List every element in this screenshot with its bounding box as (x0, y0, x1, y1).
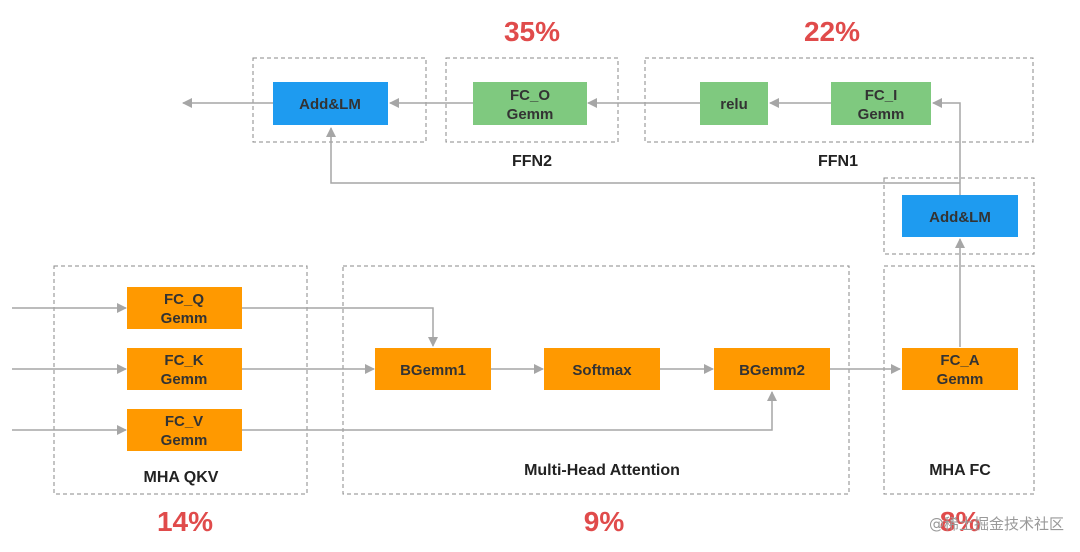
node-fc-q-box (127, 287, 242, 329)
node-fc-o-box (473, 82, 587, 125)
node-add-lm-top-box (273, 82, 388, 125)
node-fc-k: FC_K Gemm (127, 348, 242, 390)
node-fc-i-label: FC_I (865, 87, 898, 104)
arrow-residual-to-top-addlm (326, 127, 960, 184)
group-attention-label: Multi-Head Attention (524, 462, 680, 479)
group-attention-border (342, 265, 850, 495)
percent-attention: 9% (584, 506, 625, 537)
node-fc-o-label: FC_O (510, 87, 550, 104)
group-mha-qkv-label: MHA QKV (144, 469, 219, 486)
node-fc-q: FC_Q Gemm (127, 287, 242, 329)
node-fc-o-sublabel: Gemm (507, 106, 554, 123)
node-add-lm-top-label: Add&LM (299, 96, 361, 113)
node-fc-a: FC_A Gemm (902, 348, 1018, 390)
node-fc-k-label: FC_K (164, 352, 203, 369)
node-relu: relu (700, 82, 768, 125)
node-fc-v-label: FC_V (165, 413, 203, 430)
node-softmax: Softmax (544, 348, 660, 390)
node-add-lm-right-box (902, 195, 1018, 237)
group-addlm-top-border (252, 57, 427, 143)
arrow-right-addlm-to-fci (932, 98, 961, 195)
node-fc-v-sublabel: Gemm (161, 432, 208, 449)
node-add-lm-right: Add&LM (902, 195, 1018, 237)
node-bgemm2-label: BGemm2 (739, 362, 805, 379)
node-add-lm-top: Add&LM (273, 82, 388, 125)
node-fc-i: FC_I Gemm (831, 82, 931, 125)
node-add-lm-right-label: Add&LM (929, 209, 991, 226)
node-bgemm1-label: BGemm1 (400, 362, 466, 379)
node-fc-v-box (127, 409, 242, 451)
node-fc-k-sublabel: Gemm (161, 371, 208, 388)
group-mha-qkv-border (53, 265, 308, 495)
node-fc-k-box (127, 348, 242, 390)
node-fc-i-box (831, 82, 931, 125)
group-mha-fc-label: MHA FC (929, 462, 991, 479)
node-relu-label: relu (720, 96, 748, 113)
group-ffn1-border (644, 57, 1034, 143)
node-fc-a-label: FC_A (940, 352, 979, 369)
node-bgemm1: BGemm1 (375, 348, 491, 390)
node-softmax-box (544, 348, 660, 390)
group-ffn2-label: FFN2 (512, 153, 552, 170)
node-fc-q-sublabel: Gemm (161, 310, 208, 327)
node-softmax-label: Softmax (572, 362, 632, 379)
node-fc-o: FC_O Gemm (473, 82, 587, 125)
arrow-fcv-to-bgemm2 (242, 391, 777, 431)
group-addlm-right-border (883, 177, 1035, 255)
group-ffn1-label: FFN1 (818, 153, 858, 170)
node-fc-i-sublabel: Gemm (858, 106, 905, 123)
node-relu-box (700, 82, 768, 125)
node-bgemm2-box (714, 348, 830, 390)
node-fc-v: FC_V Gemm (127, 409, 242, 451)
node-bgemm2: BGemm2 (714, 348, 830, 390)
node-bgemm1-box (375, 348, 491, 390)
arrow-fcq-to-bgemm1 (242, 307, 438, 347)
percent-ffn2: 35% (504, 16, 560, 47)
node-fc-q-label: FC_Q (164, 291, 204, 308)
percent-ffn1: 22% (804, 16, 860, 47)
percent-mha-fc: 8% (940, 506, 981, 537)
percent-mha-qkv: 14% (157, 506, 213, 537)
node-fc-a-box (902, 348, 1018, 390)
group-ffn2-border (445, 57, 619, 143)
watermark: @稀土掘金技术社区 (929, 515, 1064, 533)
node-fc-a-sublabel: Gemm (937, 371, 984, 388)
